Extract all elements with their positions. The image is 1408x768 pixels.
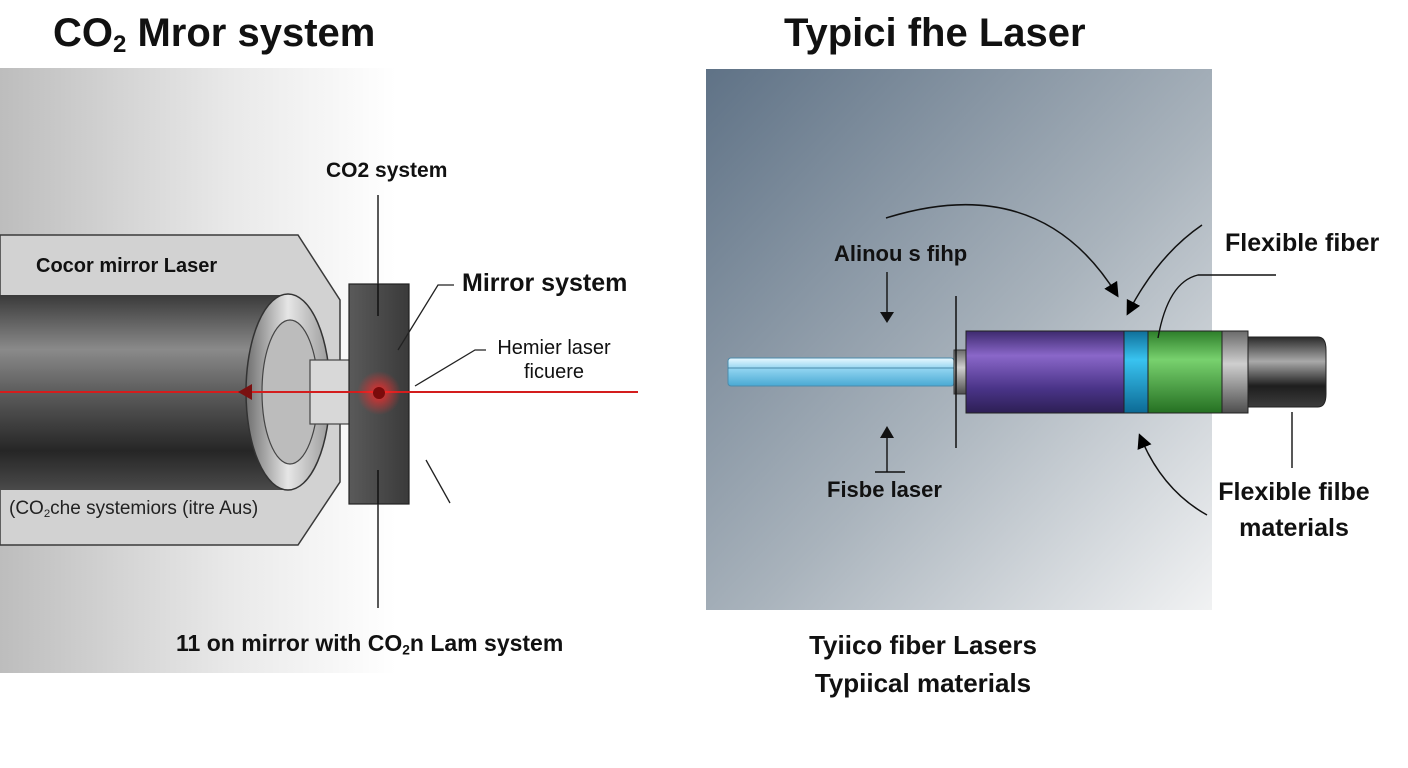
callout-leader: [414, 349, 486, 387]
left-caption: 11 on mirror with CO2n Lam system: [176, 630, 564, 658]
flexible-materials-label: Flexible filbe materials: [1212, 474, 1376, 546]
gray-collar: [1221, 330, 1249, 414]
top-curved-arrow: [885, 203, 1119, 298]
lower-curved-arrow: [1137, 433, 1208, 516]
right-caption-line1: Tyiico fiber Lasers: [809, 630, 1037, 660]
flexible-materials-line1: Flexible filbe: [1218, 478, 1370, 506]
dark-end-cap: [1247, 336, 1327, 408]
mirror-system-label: Mirror system: [462, 269, 628, 297]
left-title: CO2 Mror system: [53, 11, 376, 58]
tick-mark: [425, 459, 451, 504]
up-arrow-head: [880, 426, 894, 438]
laser-callout-line2: ficuere: [523, 361, 585, 383]
upper-fiber-label: Alinou s fihp: [834, 241, 968, 266]
laser-callout-line1: Hemier laser: [497, 337, 611, 359]
beam-focus-point: [373, 387, 385, 399]
co2-system-label: CO2 system: [326, 159, 448, 182]
inner-systems-label: (CO2che systemiors (itre Aus): [9, 498, 259, 520]
flexible-fiber-label: Flexible fiber: [1225, 229, 1380, 257]
fiber-laser-label: Fisbe laser: [827, 477, 942, 502]
laser-callout: Hemier laser ficuere: [470, 336, 638, 384]
right-caption-line2: Typiical materials: [814, 668, 1032, 698]
flexible-fiber-leader: [1157, 274, 1276, 339]
tube-label: Cocor mirror Laser: [36, 255, 218, 277]
mirror-system-leader: [397, 284, 454, 351]
flexible-materials-line2: materials: [1239, 514, 1349, 542]
right-curved-arrow: [1126, 224, 1203, 316]
green-segment: [1147, 330, 1223, 414]
down-arrow-head: [880, 312, 894, 323]
right-caption: Tyiico fiber Lasers Typiical materials: [782, 626, 1064, 702]
blue-segment: [1123, 330, 1149, 414]
beam-arrow: [238, 384, 252, 400]
optical-fiber: [727, 357, 955, 387]
purple-segment: [965, 330, 1125, 414]
right-title: Typici fhe Laser: [784, 11, 1086, 55]
